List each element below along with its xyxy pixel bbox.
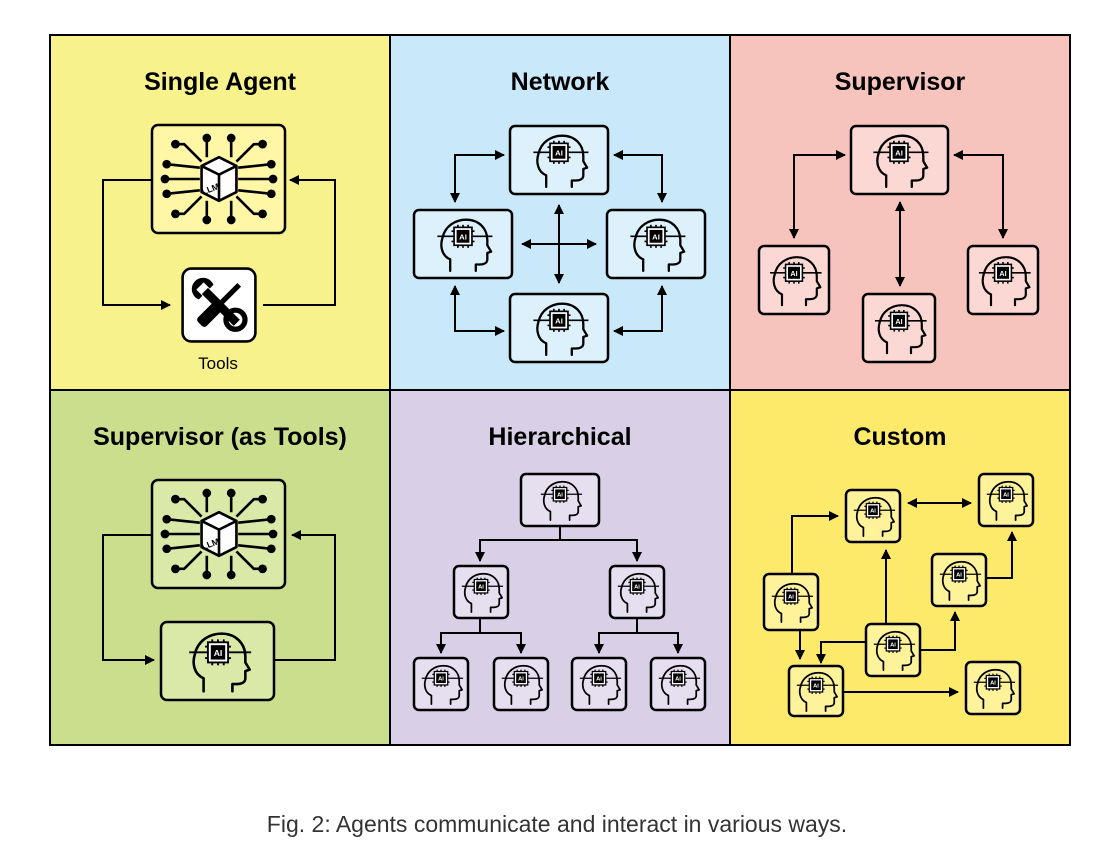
- panel-title-supervisor: Supervisor: [835, 68, 966, 96]
- panel-title-supervisor-as-tools: Supervisor (as Tools): [93, 423, 347, 451]
- panel-title-hierarchical: Hierarchical: [488, 423, 631, 451]
- panel-title-single-agent: Single Agent: [144, 68, 297, 96]
- network-diagram: [412, 124, 707, 364]
- panel-title-custom: Custom: [853, 423, 946, 451]
- figure-caption: Fig. 2: Agents communicate and interact …: [267, 811, 847, 837]
- panel-grid: [49, 34, 1071, 746]
- tools-icon: [183, 269, 256, 342]
- panel-title-network: Network: [511, 68, 610, 96]
- supervisor-as-tools-diagram: [102, 478, 336, 702]
- tools-label: Tools: [198, 354, 238, 373]
- custom-diagram: [762, 472, 1035, 718]
- single-agent-diagram: Tools: [102, 123, 336, 373]
- hierarchical-diagram: [412, 472, 707, 712]
- supervisor-diagram: [757, 124, 1040, 364]
